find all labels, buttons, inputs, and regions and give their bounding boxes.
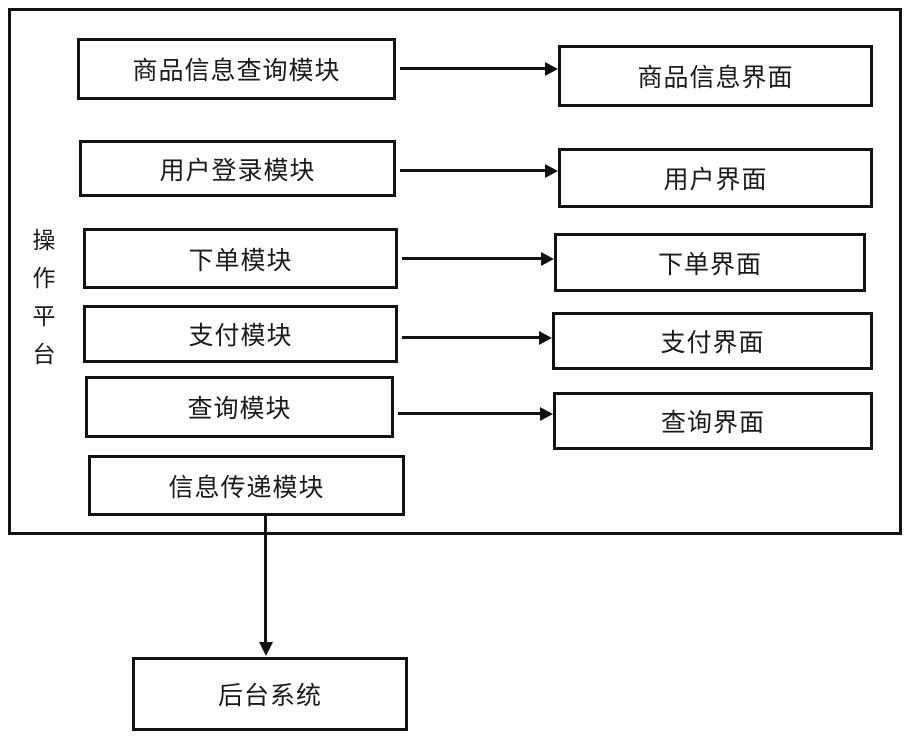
module-product-info-query[interactable]: 商品信息查询模块: [77, 38, 396, 100]
platform-label-char-4: 台: [32, 342, 56, 367]
platform-label-char-1: 操: [32, 228, 56, 253]
interface-query[interactable]: 查询界面: [553, 392, 873, 450]
arrow-user-login-to-interface: [400, 163, 558, 178]
platform-label-char-2: 作: [32, 266, 56, 291]
arrow-query-to-interface: [398, 406, 553, 421]
operation-platform-label: 操 作 平 台: [26, 222, 62, 374]
arrow-place-order-to-interface: [402, 251, 554, 266]
module-user-login[interactable]: 用户登录模块: [79, 140, 396, 197]
interface-product-info[interactable]: 商品信息界面: [558, 45, 873, 107]
module-information-transfer[interactable]: 信息传递模块: [88, 455, 405, 516]
module-payment[interactable]: 支付模块: [83, 305, 398, 363]
interface-payment[interactable]: 支付界面: [552, 312, 873, 370]
module-query[interactable]: 查询模块: [85, 376, 394, 438]
arrow-payment-to-interface: [402, 330, 552, 345]
platform-label-char-3: 平: [32, 304, 56, 329]
interface-place-order[interactable]: 下单界面: [554, 233, 866, 292]
interface-user[interactable]: 用户界面: [558, 148, 873, 208]
module-place-order[interactable]: 下单模块: [83, 228, 398, 289]
backend-system[interactable]: 后台系统: [132, 657, 408, 731]
arrow-product-info-query-to-interface: [400, 61, 558, 76]
arrow-information-transfer-to-backend: [258, 516, 273, 656]
